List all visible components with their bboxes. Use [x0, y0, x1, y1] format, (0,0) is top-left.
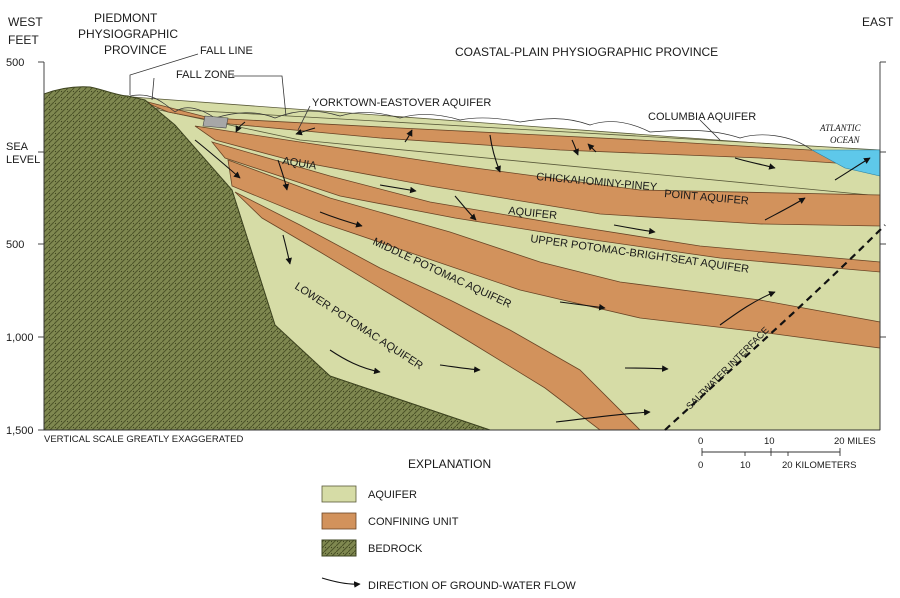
tick-label-1000: 1,000	[6, 332, 34, 344]
tick-label-500-top: 500	[6, 57, 24, 69]
piedmont-label-1: PIEDMONT	[94, 11, 158, 25]
aquia-label: AQUIA	[282, 155, 318, 172]
fall-zone-label: FALL ZONE	[176, 69, 235, 81]
bedrock	[43, 86, 491, 431]
ocean-label-2: OCEAN	[830, 135, 860, 145]
scale-miles-0: 0	[698, 436, 703, 447]
columbia-label: COLUMBIA AQUIFER	[648, 111, 756, 123]
fall-line-label: FALL LINE	[200, 45, 253, 57]
coastal-plain-label: COASTAL-PLAIN PHYSIOGRAPHIC PROVINCE	[455, 45, 718, 59]
scale-km-10: 10	[740, 460, 751, 471]
explanation-title: EXPLANATION	[408, 457, 491, 471]
flow-arrows	[194, 121, 871, 423]
fall-zone-leader	[151, 77, 155, 101]
legend-swatch-aquifer	[321, 485, 357, 503]
fall-zone-deposit	[202, 115, 229, 129]
legend-label-aquifer: AQUIFER	[368, 489, 417, 501]
legend-flow-arrow-icon	[321, 577, 361, 588]
scale-miles-10: 10	[764, 436, 775, 447]
ocean-label-1: ATLANTIC	[819, 123, 862, 133]
columbia-leader	[699, 119, 721, 141]
yorktown-leader	[297, 105, 311, 131]
confining-unit-2	[194, 125, 881, 227]
scale-bar: 0 10 20 MILES 0 10 20 KILOMETERS	[698, 436, 876, 471]
label-east: EAST	[862, 15, 894, 29]
piedmont-label-3: PROVINCE	[104, 43, 167, 57]
scale-km-0: 0	[698, 460, 703, 471]
tick-label-1500: 1,500	[6, 425, 34, 437]
legend-swatch-bedrock	[321, 539, 357, 557]
vertical-scale-note: VERTICAL SCALE GREATLY EXAGGERATED	[44, 434, 244, 445]
tick-label-500-depth: 500	[6, 239, 24, 251]
piedmont-label-2: PHYSIOGRAPHIC	[78, 27, 178, 41]
legend-label-bedrock: BEDROCK	[368, 543, 423, 555]
scale-miles-20: 20 MILES	[834, 436, 876, 447]
legend-label-confining: CONFINING UNIT	[368, 516, 459, 528]
scale-km-20: 20 KILOMETERS	[782, 460, 856, 471]
tick-label-sea: SEA	[6, 141, 29, 153]
fall-line-leader	[129, 53, 199, 95]
tick-label-level: LEVEL	[6, 154, 40, 166]
yorktown-label: YORKTOWN-EASTOVER AQUIFER	[312, 97, 491, 109]
label-feet: FEET	[8, 33, 39, 47]
fall-zone-leader-2	[232, 75, 287, 117]
legend-label-flow: DIRECTION OF GROUND-WATER FLOW	[368, 580, 576, 592]
legend-swatch-confining	[321, 512, 357, 530]
aquia-aquifer-label: AQUIFER	[508, 205, 558, 222]
label-west: WEST	[8, 15, 43, 29]
